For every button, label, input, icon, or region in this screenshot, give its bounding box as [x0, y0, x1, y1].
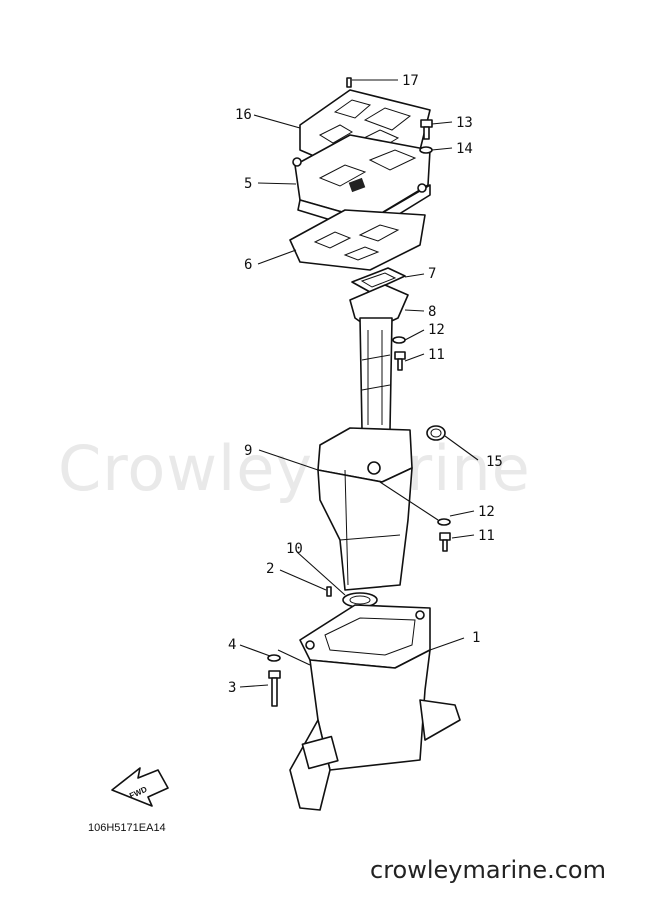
- part-14-washer: [419, 146, 433, 154]
- callout-3: 3: [228, 680, 236, 696]
- callout-2: 2: [266, 561, 274, 577]
- part-15-seal: [426, 425, 446, 441]
- callout-9: 9: [244, 443, 252, 459]
- part-12a-washer: [392, 336, 406, 344]
- fwd-arrow-icon: FWD: [111, 767, 169, 807]
- part-3-bolt: [268, 670, 281, 707]
- part-4-washer: [267, 654, 281, 662]
- part-7-gasket: [351, 267, 406, 293]
- callout-17: 17: [402, 73, 419, 89]
- callout-14: 14: [456, 141, 473, 157]
- watermark-text: CrowleyMarine: [58, 432, 531, 505]
- callout-10: 10: [286, 541, 303, 557]
- callout-12a: 12: [428, 322, 445, 338]
- part-5-upper-plate: [292, 134, 431, 233]
- leader-lines: [239, 79, 479, 688]
- callouts: 17 16 13 14 5 6 7 8 12 11 9 15 12 11 10 …: [228, 73, 503, 696]
- diagram-code: 106H5171EA14: [88, 822, 166, 834]
- callout-11a: 11: [428, 347, 445, 363]
- part-11b-bolt: [439, 532, 451, 552]
- part-9-muffler: [317, 427, 413, 591]
- part-17-dowel: [346, 77, 352, 88]
- part-10-grommet: [342, 592, 378, 608]
- site-url[interactable]: crowleymarine.com: [370, 856, 606, 884]
- callout-4: 4: [228, 637, 236, 653]
- callout-6: 6: [244, 257, 252, 273]
- callout-5: 5: [244, 176, 252, 192]
- part-6-gasket: [289, 209, 426, 271]
- part-11a-bolt: [394, 351, 406, 371]
- part-2-dowel: [326, 586, 332, 597]
- part-1-upper-casing: [289, 604, 461, 811]
- callout-15: 15: [486, 454, 503, 470]
- callout-11b: 11: [478, 528, 495, 544]
- callout-8: 8: [428, 304, 436, 320]
- callout-13: 13: [456, 115, 473, 131]
- callout-16: 16: [235, 107, 252, 123]
- callout-7: 7: [428, 266, 436, 282]
- callout-12b: 12: [478, 504, 495, 520]
- callout-1: 1: [472, 630, 480, 646]
- part-12b-washer: [437, 518, 451, 526]
